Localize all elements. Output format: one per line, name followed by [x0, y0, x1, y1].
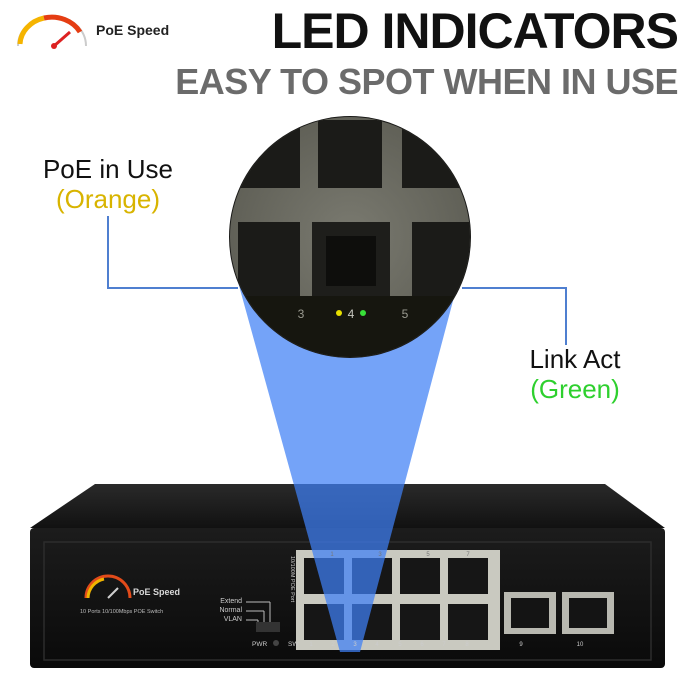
top-port-number: 3: [378, 552, 382, 558]
port-6: [400, 604, 440, 640]
headline: LED INDICATORS: [271, 3, 679, 59]
bottom-port-number: 8: [465, 642, 469, 648]
bottom-port-number: 1: [309, 642, 313, 648]
bottom-port-number: 4: [375, 642, 379, 648]
pwr-label: PWR: [252, 641, 267, 648]
poe-port-label: 10/100M POE Port: [289, 556, 295, 603]
zoom-port-number-5: 5: [402, 307, 409, 321]
dip-switch: [256, 622, 280, 632]
poe-connector-line: [107, 216, 238, 289]
device-logo: [84, 574, 132, 599]
top-port-number: 7: [466, 552, 470, 558]
poe-callout-color: (Orange): [55, 183, 161, 214]
magnifier-beam: [238, 282, 458, 652]
bottom-port-number: 5: [398, 642, 402, 648]
pwr-led: [273, 640, 279, 646]
led-green: [360, 310, 366, 316]
mode-normal: Normal: [219, 607, 242, 614]
mode-extend: Extend: [220, 598, 242, 605]
uplink-number-10: 10: [577, 642, 584, 648]
sw-label: SW: [288, 641, 299, 648]
bottom-port-number: 6: [420, 642, 424, 648]
device-brand: PoE Speed: [133, 587, 180, 597]
bottom-port-number: 2: [331, 642, 335, 648]
mode-vlan: VLAN: [224, 616, 242, 623]
subheadline: EASY TO SPOT WHEN IN USE: [175, 61, 678, 102]
poe-callout-label: PoE in Use: [42, 154, 174, 184]
link-callout: Link Act (Green): [505, 344, 645, 405]
port-8: [448, 604, 488, 640]
poe-callout: PoE in Use (Orange): [28, 154, 188, 215]
link-callout-color: (Green): [530, 373, 620, 404]
bottom-port-number: 7: [442, 642, 446, 648]
port-5: [400, 558, 440, 594]
gauge-arc-icon: [17, 15, 87, 47]
zoom-port-number-3: 3: [298, 307, 305, 321]
link-callout-label: Link Act: [529, 344, 621, 374]
device-model: 10 Ports 10/100Mbps POE Switch: [80, 609, 163, 615]
top-port-number: 1: [330, 552, 334, 558]
bottom-port-number: 3: [353, 642, 357, 648]
gauge-needle-icon: [53, 30, 71, 48]
link-connector-line: [462, 287, 567, 345]
top-port-number: 5: [426, 552, 430, 558]
port-7: [448, 558, 488, 594]
zoom-port-number-4: 4: [348, 307, 355, 321]
brand-logo: [17, 14, 87, 49]
brand-name: PoE Speed: [96, 22, 170, 38]
uplink-number-9: 9: [519, 642, 523, 648]
led-orange: [336, 310, 342, 316]
